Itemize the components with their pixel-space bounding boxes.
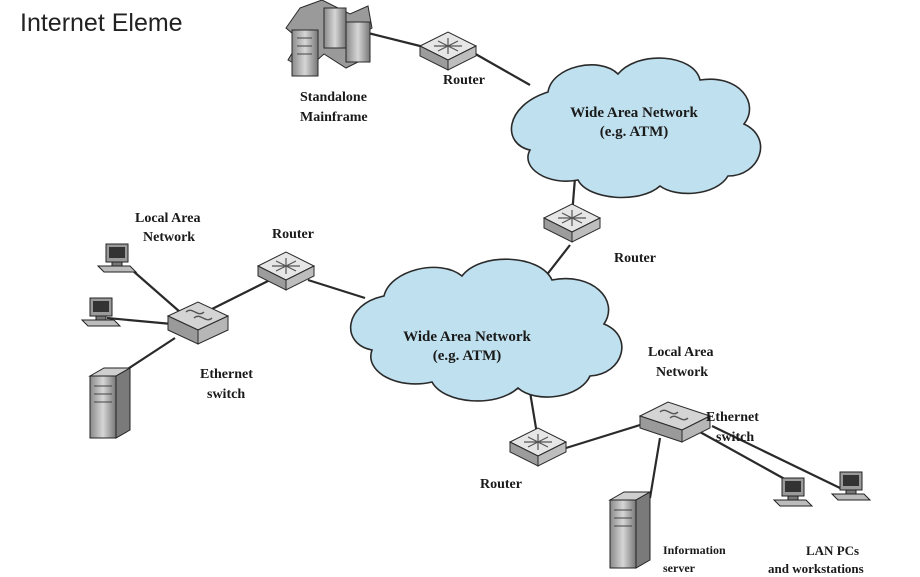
- link-switch-right-server: [648, 437, 662, 499]
- link-router-wan-top: [471, 51, 531, 86]
- router-mid-right-label: Router: [614, 251, 656, 266]
- lan-right-label-2: Network: [656, 365, 708, 380]
- page-title: Internet Eleme: [20, 9, 183, 37]
- switch-icon-right: [638, 401, 712, 443]
- switch-icon-left: [166, 301, 230, 345]
- wan-top-sublabel: (e.g. ATM): [600, 124, 668, 140]
- router-bottom-label: Router: [480, 477, 522, 492]
- router-left-label: Router: [272, 227, 314, 242]
- pcs-label-2: and workstations: [768, 561, 864, 576]
- link-switch-left-router-left: [205, 279, 271, 313]
- server-label-2: server: [663, 561, 696, 575]
- wan-center-sublabel: (e.g. ATM): [433, 348, 501, 364]
- link-router-bottom-switch-right: [565, 423, 641, 450]
- mainframe-icon: [285, 0, 373, 77]
- wan-cloud-top: Wide Area Network (e.g. ATM): [510, 57, 762, 199]
- wan-cloud-center: Wide Area Network (e.g. ATM): [349, 258, 623, 402]
- link-switch-right-pc2: [711, 425, 841, 489]
- pc-icon-right-1: [772, 477, 814, 507]
- lan-right-label-1: Local Area: [648, 345, 713, 360]
- pcs-label-1: LAN PCs: [806, 543, 859, 558]
- lan-left-label-1: Local Area: [135, 211, 200, 226]
- link-pc1-switch: [131, 269, 181, 313]
- router-icon-left: [256, 251, 316, 291]
- router-icon-bottom: [508, 427, 568, 467]
- server-icon-right: [608, 491, 652, 569]
- switch-left-label-2: switch: [207, 387, 245, 402]
- mainframe-label-1: Standalone: [300, 90, 367, 105]
- link-pc2-switch: [106, 316, 173, 326]
- switch-right-label-1: Ethernet: [706, 410, 759, 425]
- router-top-label: Router: [443, 73, 485, 88]
- server-icon-left: [88, 367, 132, 439]
- router-icon-mid-right: [542, 203, 602, 243]
- pc-icon-right-2: [830, 471, 872, 501]
- link-router-left-wan-center: [307, 278, 366, 300]
- switch-left-label-1: Ethernet: [200, 367, 253, 382]
- router-icon-top: [418, 31, 478, 71]
- lan-left-label-2: Network: [143, 230, 195, 245]
- link-mainframe-router: [367, 31, 429, 50]
- wan-top-label: Wide Area Network: [570, 105, 698, 121]
- pc-icon-left-1: [96, 243, 138, 273]
- link-server-switch: [122, 337, 176, 373]
- mainframe-label-2: Mainframe: [300, 110, 368, 125]
- switch-right-label-2: switch: [716, 430, 754, 445]
- link-switch-right-pc1: [699, 431, 791, 483]
- wan-center-label: Wide Area Network: [403, 329, 531, 345]
- pc-icon-left-2: [80, 297, 122, 327]
- server-label-1: Information: [663, 543, 726, 557]
